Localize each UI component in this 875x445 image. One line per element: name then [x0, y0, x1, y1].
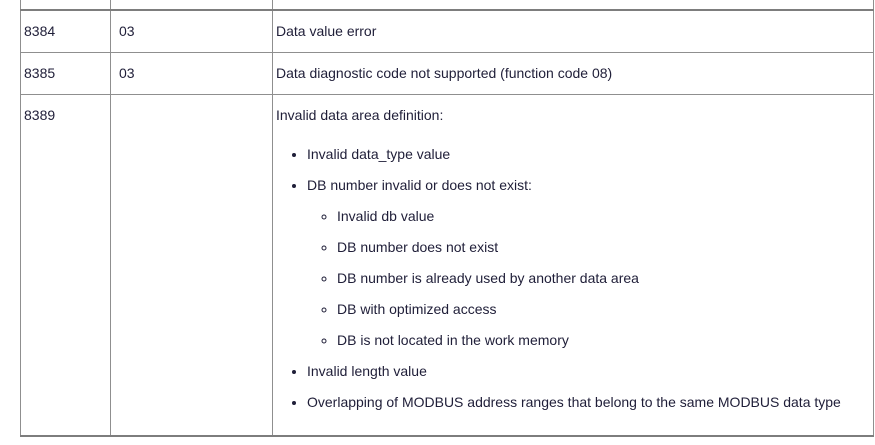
bullet-list: Invalid data_type value DB number invali…	[276, 145, 871, 412]
exception-code-cell	[110, 94, 273, 437]
sub-bullet-item: DB number does not exist	[337, 238, 871, 257]
description-cell: Data value error	[272, 9, 874, 53]
exception-code-cell: 03	[110, 9, 273, 53]
error-code-cell: 8389	[20, 94, 111, 437]
sub-bullet-item: DB is not located in the work memory	[337, 331, 871, 350]
exception-code-cell: 03	[110, 52, 273, 95]
bullet-item: Invalid length value	[307, 362, 871, 381]
table-row-8384: 8384 03 Data value error	[20, 9, 874, 53]
bullet-item: Invalid data_type value	[307, 145, 871, 164]
sub-bullet-list: Invalid db value DB number does not exis…	[307, 207, 871, 350]
bullet-item-label: DB number invalid or does not exist:	[307, 177, 532, 193]
bullet-item: DB number invalid or does not exist: Inv…	[307, 176, 871, 350]
bullet-item: Overlapping of MODBUS address ranges tha…	[307, 393, 871, 412]
error-code-cell	[20, 0, 111, 11]
table-row-8385: 8385 03 Data diagnostic code not support…	[20, 52, 874, 95]
table-row-partial	[20, 0, 874, 11]
sub-bullet-item: DB number is already used by another dat…	[337, 269, 871, 288]
table-row-8389: 8389 Invalid data area definition: Inval…	[20, 94, 874, 437]
description-cell: Data diagnostic code not supported (func…	[272, 52, 874, 95]
sub-bullet-item: DB with optimized access	[337, 300, 871, 319]
description-cell	[272, 0, 874, 11]
error-code-cell: 8384	[20, 9, 111, 53]
exception-code-cell	[110, 0, 273, 11]
description-intro: Invalid data area definition:	[276, 107, 444, 123]
description-cell: Invalid data area definition: Invalid da…	[272, 94, 874, 437]
sub-bullet-item: Invalid db value	[337, 207, 871, 226]
error-code-cell: 8385	[20, 52, 111, 95]
error-code-table: 8384 03 Data value error 8385 03 Data di…	[20, 0, 874, 437]
